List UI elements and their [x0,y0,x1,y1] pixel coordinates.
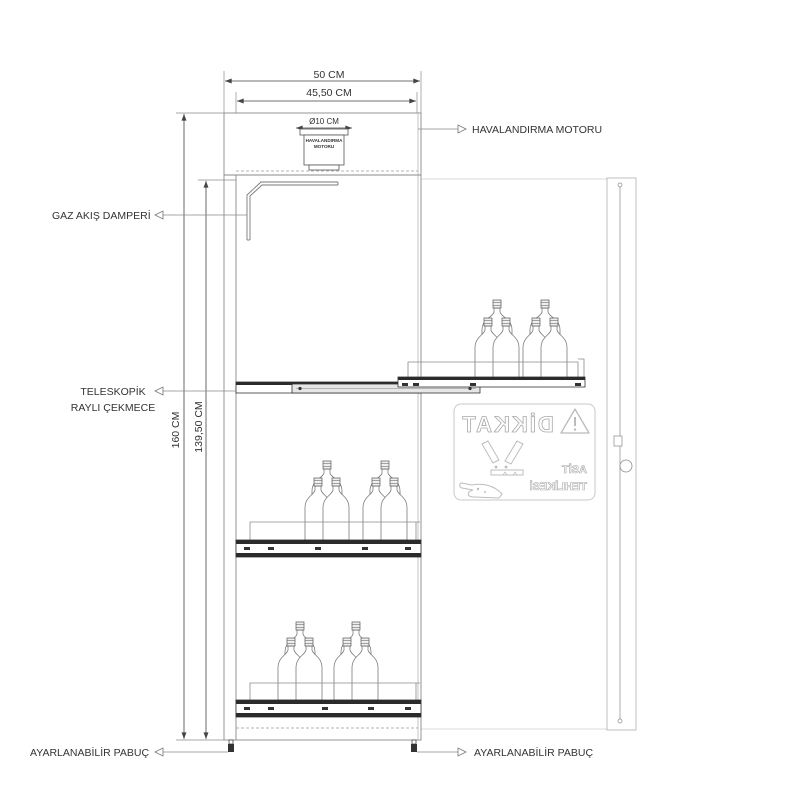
cabinet-door [421,177,637,731]
bottle-cap [322,460,332,470]
warning-triangle-icon [560,408,590,434]
bottle-cap [540,299,550,309]
height-dimensions: 160 CM 139,50 CM [170,112,236,741]
drawer-1-extended [235,358,586,394]
drawer-2-bottles [304,460,408,541]
drawer-1-rail [235,376,586,394]
drawer-2-rail [235,539,422,558]
bottle-cap [531,317,541,327]
bottle-cap [501,317,511,327]
bottle-cap [360,637,370,647]
arrow-right-icon [457,747,467,757]
sign-line-1: ASİT [562,463,587,476]
inner-height-label: 139,50 CM [193,401,205,452]
gas-flow-damper [246,181,339,241]
callout-ventilation-motor: HAVALANDIRMA MOTORU [418,124,602,136]
inner-width-label: 45,50 CM [306,87,352,99]
door-knob-icon [619,459,633,473]
gas-damper-label: GAZ AKIŞ DAMPERİ [52,209,151,222]
arrow-left-icon [154,386,164,396]
adjustable-foot-right [411,739,417,752]
drawer-1-tray [407,361,579,378]
adjustable-foot-left [228,739,234,752]
callout-telescopic-drawer: TELESKOPİK RAYLI ÇEKMECE [71,385,236,414]
foot-right-label: AYARLANABİLİR PABUÇ [474,746,593,759]
drawer-3-bottles [277,621,379,701]
outer-width-label: 50 CM [314,69,345,81]
acid-corrosion-icon [459,440,524,499]
bottle-cap [304,637,314,647]
drawer-3 [235,682,422,718]
bottle-cap [351,621,361,631]
drawer-3-tray [249,682,420,700]
bottle-cap [549,317,559,327]
bottle-cap [313,477,323,487]
drawer-3-rail [235,699,422,718]
bottle-cap [389,477,399,487]
arrow-right-icon [457,124,467,134]
foot-left-label: AYARLANABİLİR PABUÇ [30,746,149,759]
sign-title: DİKKAT [460,412,553,437]
width-dimensions: 50 CM 45,50 CM [223,69,422,113]
callout-foot-right: AYARLANABİLİR PABUÇ [417,746,593,759]
bottle-cap [342,637,352,647]
bottle-cap [492,299,502,309]
sign-line-2: TEHLİKESİ [530,480,587,493]
bottle [351,637,379,701]
hinge-top-icon [617,182,623,188]
ventilation-motor: Ø10 CM HAVALANDIRMA MOTORU [295,117,353,171]
hinge-bottom-icon [617,718,623,724]
arrow-left-icon [154,210,164,220]
door-warning-sign: DİKKAT ASİT TEHLİKESİ [453,403,596,501]
bottle-cap [371,477,381,487]
drawer-1-bottles [474,299,568,379]
motor-diameter-label: Ø10 CM [309,117,339,126]
drawer-2-tray [249,521,420,540]
arrow-left-icon [154,747,164,757]
bottle-cap [380,460,390,470]
telescopic-drawer-label-1: TELESKOPİK [80,385,145,398]
ventilation-motor-label: HAVALANDIRMA MOTORU [472,124,602,136]
motor-label-line-1: HAVALANDIRMA [306,138,344,143]
cabinet-body [223,112,422,741]
callout-gas-damper: GAZ AKIŞ DAMPERİ [52,209,247,222]
door-handle-base [613,435,623,447]
bottle-cap [286,637,296,647]
bottle-cap [295,621,305,631]
bottle-cap [331,477,341,487]
outer-height-label: 160 CM [170,412,182,449]
callout-foot-left: AYARLANABİLİR PABUÇ [30,746,228,759]
telescopic-drawer-label-2: RAYLI ÇEKMECE [71,402,155,414]
bottle-cap [483,317,493,327]
drawer-2 [235,521,422,558]
motor-label-line-2: MOTORU [314,144,335,149]
